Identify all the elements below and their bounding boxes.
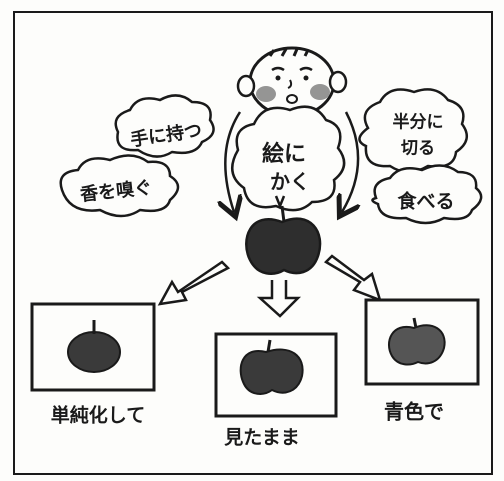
panel-simplified — [30, 302, 156, 392]
arrow-left-curve — [225, 111, 240, 212]
cloud-hold — [114, 94, 215, 158]
arrow-to-left-panel — [157, 260, 231, 306]
arrow-to-center-panel — [256, 280, 302, 318]
cloud-eat-label: 食べる — [397, 190, 455, 213]
cloud-smell — [59, 154, 180, 218]
arrow-right-curve — [342, 111, 358, 212]
panel-simplified-caption: 単純化して — [50, 404, 146, 427]
panel-as-seen — [214, 332, 338, 418]
person-face-icon — [236, 46, 348, 118]
panel-blue-caption: 青色で — [384, 399, 444, 424]
cloud-eat — [371, 164, 483, 225]
apple-icon — [245, 205, 322, 275]
outer-frame — [13, 11, 493, 475]
panel-blue — [364, 298, 480, 386]
cloud-cut-label-line2: 切る — [401, 138, 435, 159]
cloud-draw — [231, 105, 346, 212]
cloud-cut-label-line1: 半分に — [392, 112, 444, 133]
cloud-draw-label-line1: 絵に — [261, 142, 307, 167]
cloud-cut — [358, 88, 469, 174]
cloud-draw-label-line2: かく — [270, 169, 310, 194]
arrow-to-right-panel — [323, 254, 382, 303]
arrow-down-small — [274, 195, 286, 210]
panel-as-seen-caption: 見たまま — [224, 426, 300, 449]
